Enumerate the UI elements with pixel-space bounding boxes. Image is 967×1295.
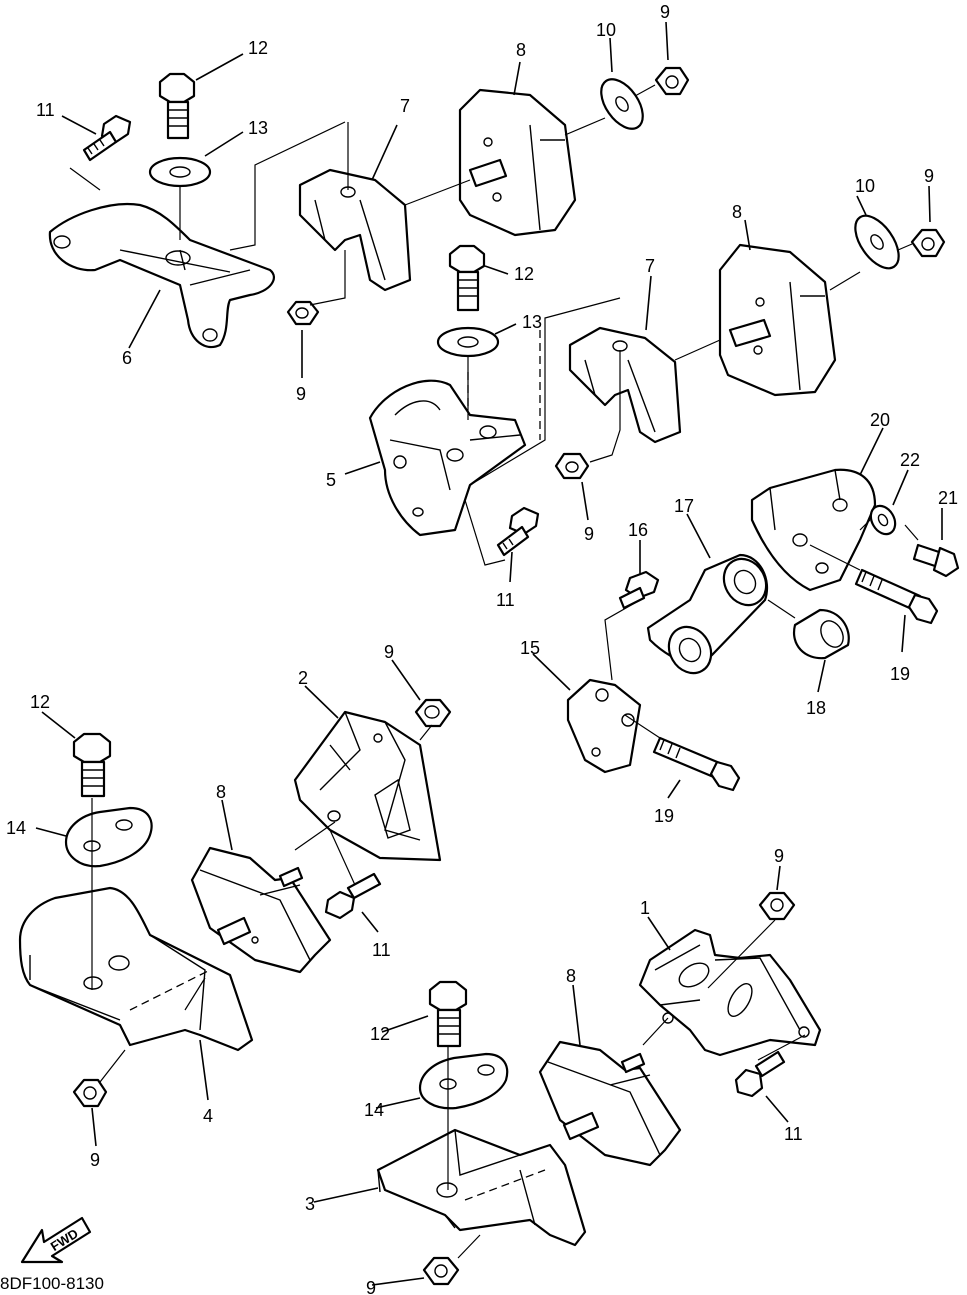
- bracket-7-mid: [568, 326, 682, 444]
- bracket-6: [48, 202, 275, 348]
- callout-label: 16: [628, 520, 648, 540]
- callout-label: 9: [774, 846, 784, 866]
- callout-label: 13: [522, 312, 542, 332]
- callout-label: 10: [596, 20, 616, 40]
- nut-9-top-left: [286, 300, 320, 326]
- callout-label: 9: [90, 1150, 100, 1170]
- nut-9-top: [654, 66, 690, 96]
- callout-label: 6: [122, 348, 132, 368]
- bolt-19-upper: [854, 568, 939, 625]
- bolt-16: [618, 570, 660, 610]
- callout-label: 11: [784, 1124, 803, 1144]
- nut-9-lower-left: [414, 698, 452, 728]
- callout-label: 12: [370, 1024, 390, 1044]
- bolt-21: [912, 543, 960, 578]
- bolt-12-lower-left: [72, 732, 112, 798]
- callout-label: 11: [372, 940, 391, 960]
- callout-label: 9: [660, 2, 670, 22]
- bolt-12-lower-right: [428, 980, 468, 1048]
- callout-label: 12: [30, 692, 50, 712]
- callout-label: 12: [514, 264, 534, 284]
- bolt-11-top: [82, 114, 132, 162]
- callout-label: 9: [384, 642, 394, 662]
- callout-label: 8: [216, 782, 226, 802]
- callout-label: 9: [296, 384, 306, 404]
- callout-label: 9: [924, 166, 934, 186]
- plate-14-lower-left: [64, 806, 153, 868]
- plate-14-lower-right: [418, 1052, 509, 1110]
- callout-label: 14: [6, 818, 26, 838]
- washer-13-mid: [436, 326, 500, 358]
- callout-label: 8: [732, 202, 742, 222]
- callout-label: 9: [366, 1278, 376, 1295]
- bushing-18: [792, 608, 850, 660]
- nut-9-mid-right: [910, 228, 946, 258]
- callout-label: 8: [566, 966, 576, 986]
- bracket-3: [376, 1128, 587, 1247]
- bolt-12-top: [158, 72, 196, 140]
- washer-10-mid: [854, 214, 900, 270]
- callout-label: 2: [298, 668, 308, 688]
- nut-9-lower-right: [758, 891, 796, 921]
- callout-label: 18: [806, 698, 826, 718]
- bolt-19-lower: [652, 736, 741, 792]
- callout-label: 12: [248, 38, 268, 58]
- callout-label: 5: [326, 470, 336, 490]
- bracket-7-top: [298, 168, 412, 292]
- nut-9-bottom: [422, 1256, 460, 1286]
- forward-arrow-icon: FWD: [20, 1216, 92, 1264]
- bolt-12-mid: [448, 244, 486, 312]
- callout-label: 4: [203, 1106, 213, 1126]
- rubber-mount-8-top: [458, 88, 577, 237]
- callout-label: 19: [890, 664, 910, 684]
- link-rod-17: [646, 553, 769, 675]
- callout-label: 11: [36, 100, 55, 120]
- callout-label: 14: [364, 1100, 384, 1120]
- callout-label: 22: [900, 450, 920, 470]
- bracket-20: [750, 468, 877, 592]
- bracket-2: [293, 710, 442, 862]
- washer-10-top: [600, 78, 644, 130]
- callout-label: 7: [400, 96, 410, 116]
- diagram-code: 8DF100-8130: [0, 1274, 104, 1293]
- bracket-15: [566, 678, 642, 774]
- callout-label: 11: [496, 590, 515, 610]
- bracket-4: [18, 886, 254, 1052]
- callout-label: 20: [870, 410, 890, 430]
- callout-label: 10: [855, 176, 875, 196]
- callout-label: 3: [305, 1194, 315, 1214]
- bracket-5: [368, 379, 527, 537]
- callout-label: 1: [640, 898, 650, 918]
- rubber-mount-8-lower-right: [538, 1040, 682, 1167]
- rubber-mount-8-lower-left: [190, 846, 332, 974]
- nut-9-bottom-left: [72, 1078, 108, 1108]
- callout-label: 13: [248, 118, 268, 138]
- bracket-1: [638, 928, 822, 1057]
- bolt-11-mid: [496, 506, 540, 557]
- washer-22: [869, 504, 897, 536]
- callout-label: 21: [938, 488, 958, 508]
- bolt-11-lower-left: [324, 872, 382, 920]
- callout-label: 9: [584, 524, 594, 544]
- callout-label: 8: [516, 40, 526, 60]
- washer-13-top: [148, 156, 212, 188]
- bolt-11-lower-right: [734, 1050, 786, 1098]
- callout-label: 17: [674, 496, 694, 516]
- nut-9-mid: [554, 452, 590, 480]
- rubber-mount-8-mid: [718, 243, 837, 397]
- callout-label: 19: [654, 806, 674, 826]
- callout-label: 7: [645, 256, 655, 276]
- callout-label: 15: [520, 638, 540, 658]
